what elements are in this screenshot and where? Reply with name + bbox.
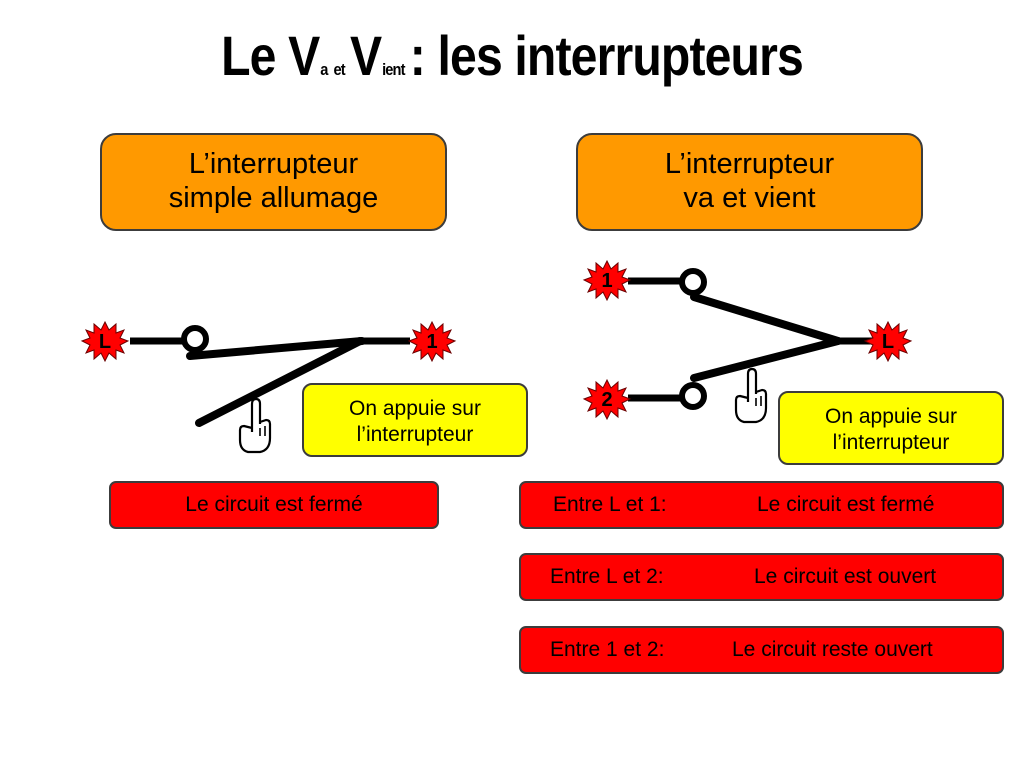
pointing-hand-icon [734, 367, 768, 424]
terminal-1-label: 1 [601, 270, 612, 292]
terminal-2-label: 2 [601, 389, 612, 411]
terminal-l-left: L [80, 320, 130, 363]
terminal-1-left: 1 [407, 320, 457, 363]
press-note-left: On appuie sur l’interrupteur [302, 383, 528, 457]
terminal-l-label: L [882, 331, 894, 353]
simple-switch-header: L’interrupteur simple allumage [100, 133, 447, 231]
terminal-l-right: L [863, 320, 913, 363]
press-note-right: On appuie sur l’interrupteur [778, 391, 1004, 465]
terminal-2-right: 2 [582, 378, 632, 421]
two-way-switch-header: L’interrupteur va et vient [576, 133, 923, 231]
terminal-1-right: 1 [582, 259, 632, 302]
two-way-switch-circuit [628, 268, 880, 410]
result-simple-closed: Le circuit est fermé [109, 481, 439, 529]
result-1-2: Entre 1 et 2: Le circuit reste ouvert [519, 626, 1004, 674]
pointing-hand-icon [238, 397, 272, 454]
result-l-1: Entre L et 1: Le circuit est fermé [519, 481, 1004, 529]
terminal-1-label: 1 [426, 331, 437, 353]
terminal-l-label: L [99, 331, 111, 353]
simple-switch-circuit [130, 325, 410, 427]
result-l-2: Entre L et 2: Le circuit est ouvert [519, 553, 1004, 601]
